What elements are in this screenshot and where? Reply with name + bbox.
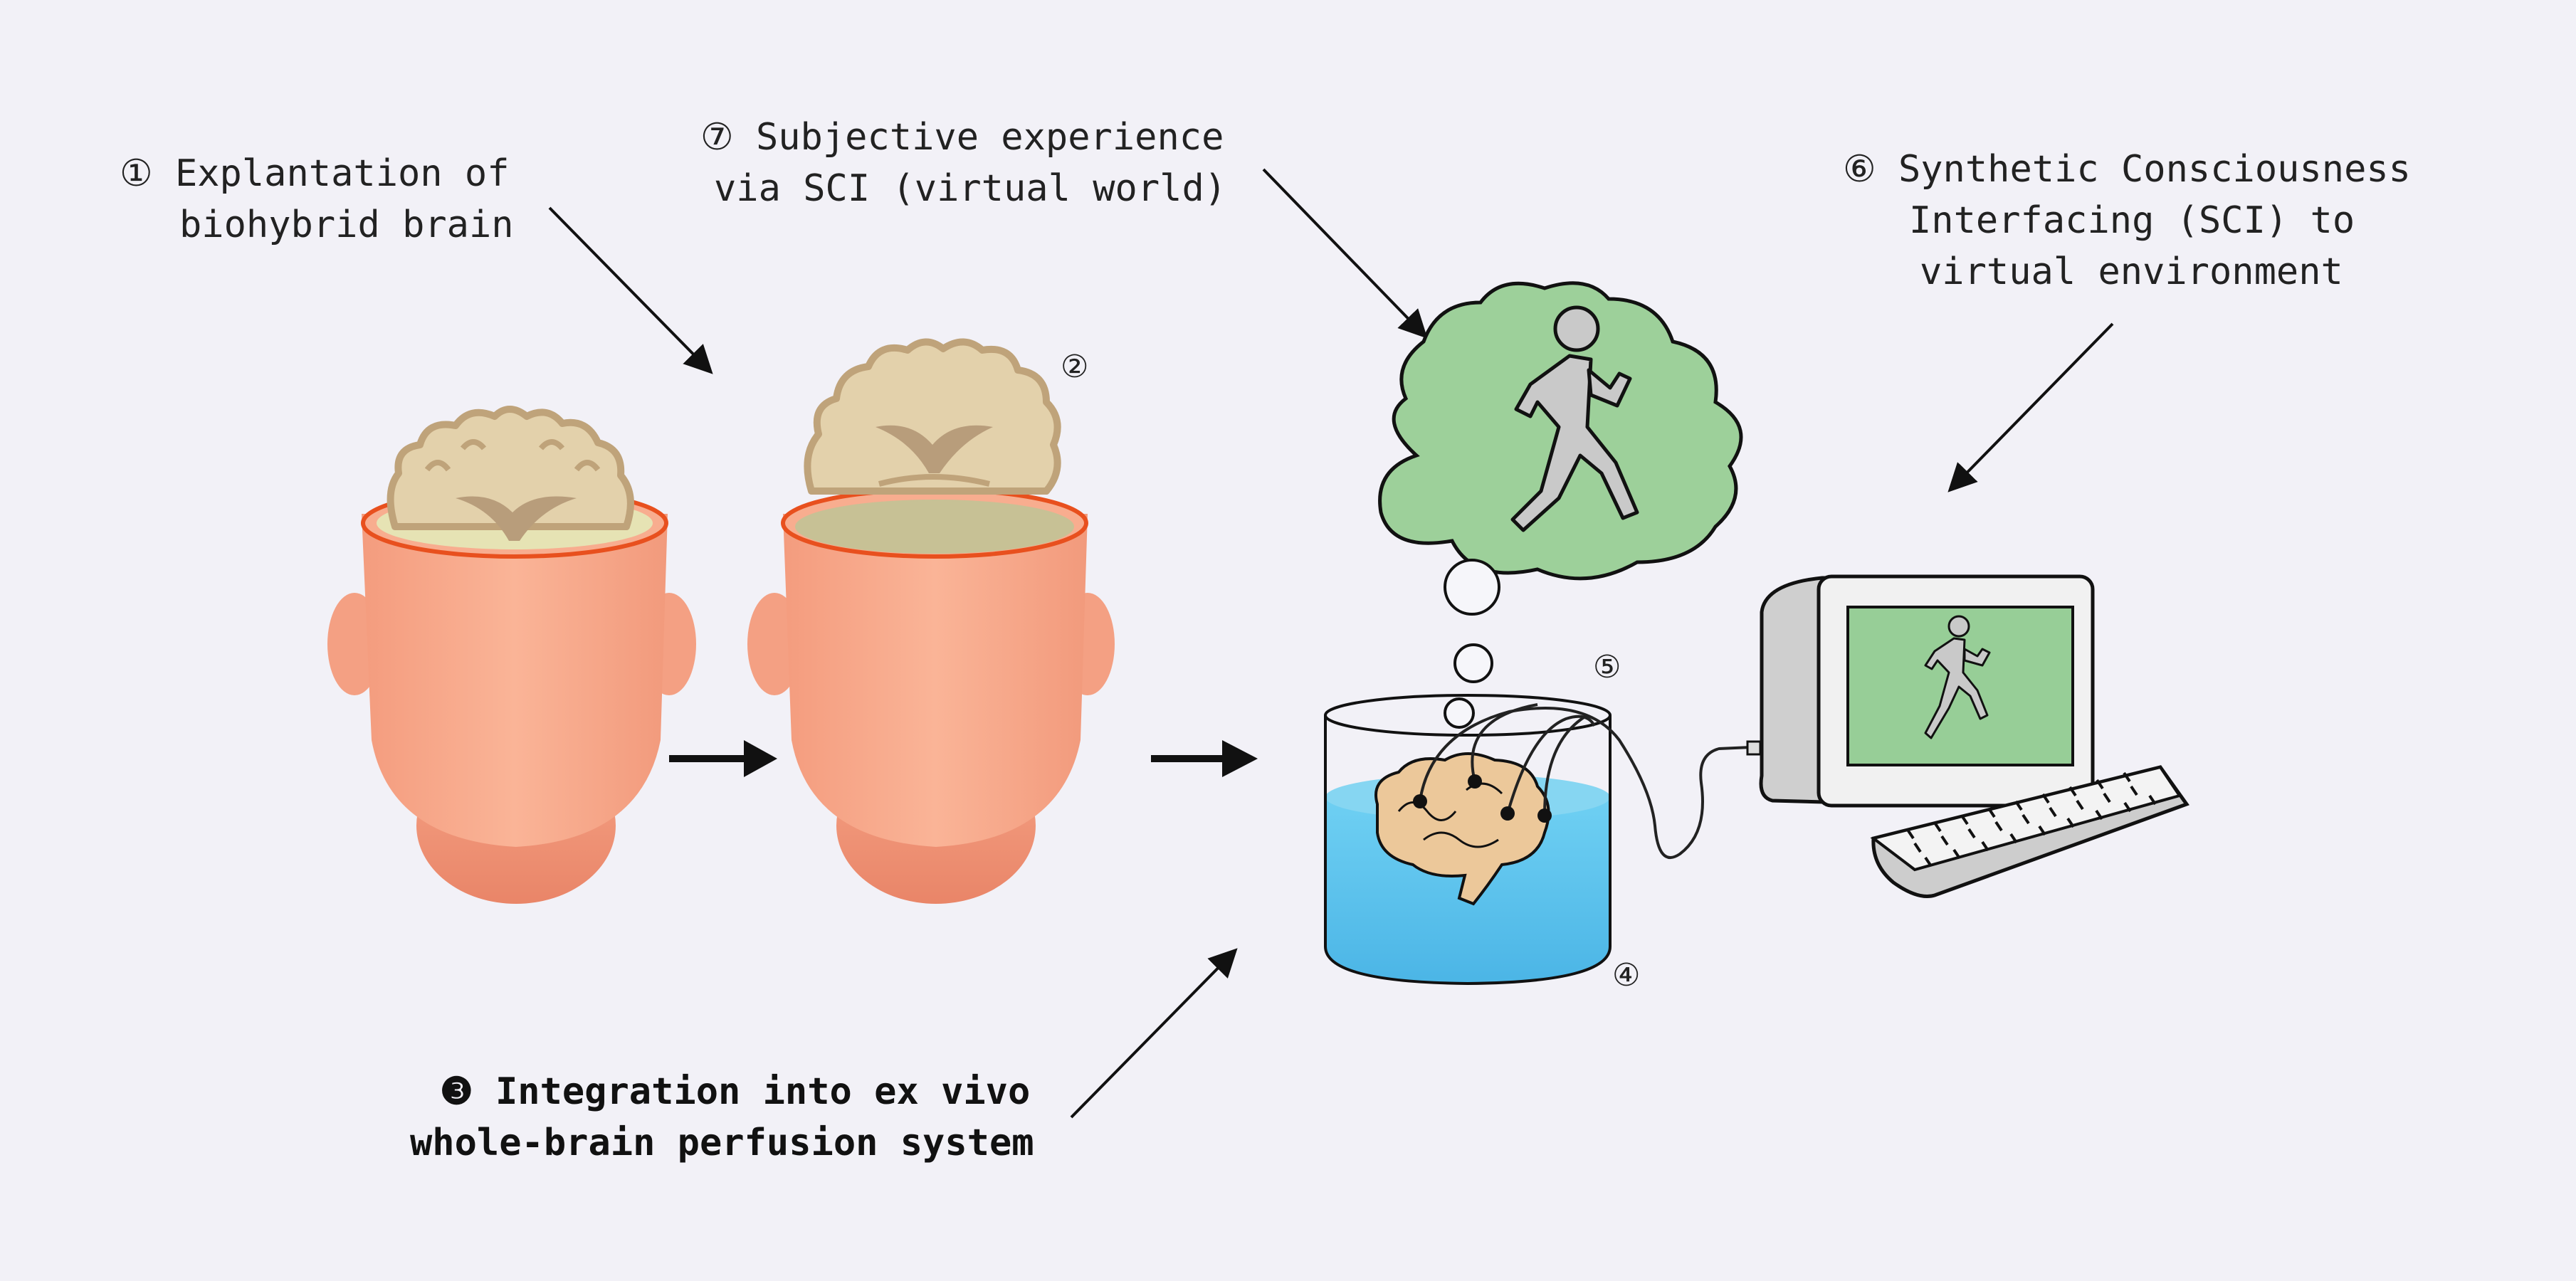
running-person-icon [1510,305,1639,532]
step-6-line2: Interfacing (SCI) to [1909,199,2355,242]
step-7-line2: via SCI (virtual world) [714,167,1227,210]
perfusion-tank-icon [1324,694,1762,986]
step-3-marker: ❸ [440,1070,473,1113]
step-6-label: ⑥ Synthetic Consciousness [1843,144,2411,195]
step-1-line1: Explantation of [174,152,510,195]
step-1-line2: biohybrid brain [179,204,514,246]
head-with-brain-icon [327,406,696,904]
step-1-marker: ① [120,152,153,195]
step-7-label: ⑦ Subjective experience [700,112,1224,163]
step-3-label: ❸ Integration into ex vivo [440,1066,1030,1117]
flow-arrow [1151,740,1258,777]
step-7-line1: Subjective experience [755,116,1224,159]
pointer-arrow [1262,168,1428,339]
computer-icon [1759,574,2095,808]
step-3-line2: whole-brain perfusion system [410,1122,1034,1164]
step-5-marker: ⑤ [1593,649,1621,685]
step-7-marker: ⑦ [700,116,734,159]
step-3-line1: Integration into ex vivo [495,1070,1031,1113]
running-person-icon [1924,615,1991,739]
step-4-marker: ④ [1612,957,1640,993]
flow-arrow [669,740,777,777]
step-1-label: ① Explantation of [120,148,510,199]
brain-slice-icon [387,406,634,541]
brain-slice-icon [804,338,1061,495]
step-2-marker: ② [1061,349,1088,385]
pointer-arrow [1947,322,2114,492]
pointer-arrow [548,206,713,374]
step-6-line3: virtual environment [1920,251,2343,293]
step-6-marker: ⑥ [1843,148,1876,191]
keyboard-icon [1870,765,2189,899]
opened-head-icon [747,338,1115,904]
step-6-line1: Synthetic Consciousness [1898,148,2411,191]
pointer-arrow [1070,948,1238,1119]
thought-cloud-icon [1378,281,1743,729]
